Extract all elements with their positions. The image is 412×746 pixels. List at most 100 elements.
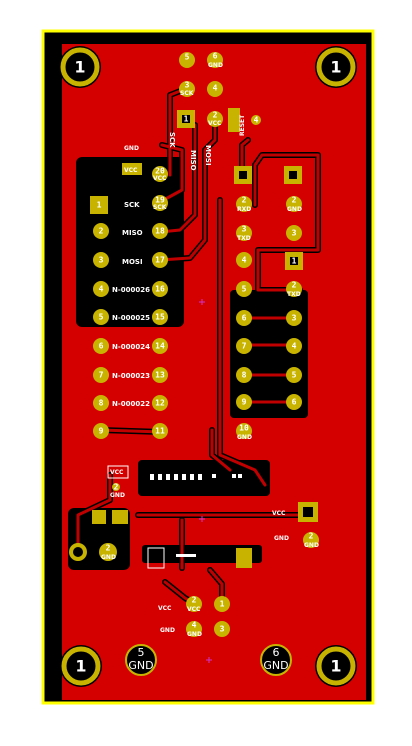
svg-text:TXD: TXD: [287, 291, 301, 298]
svg-text:8: 8: [99, 399, 104, 408]
svg-text:13: 13: [155, 371, 165, 380]
svg-text:GND: GND: [160, 627, 175, 634]
svg-text:3: 3: [292, 229, 297, 238]
svg-text:VCC: VCC: [110, 469, 124, 476]
svg-text:N-000025: N-000025: [112, 314, 150, 322]
power-left: VCC 2 GND: [92, 465, 129, 524]
power-right: VCC 2 GND GND: [272, 502, 319, 549]
svg-text:2: 2: [242, 196, 247, 205]
component-strip: [150, 474, 242, 480]
label-mosi-vertical: MOSI: [204, 145, 212, 166]
svg-text:GND: GND: [274, 535, 289, 542]
svg-text:9: 9: [99, 427, 104, 436]
svg-text:VCC: VCC: [153, 175, 167, 182]
svg-text:12: 12: [155, 399, 165, 408]
bottom-connector-left: 5 GND: [125, 644, 157, 676]
label-miso-vertical: MISO: [189, 150, 197, 171]
fiducial-markers: [199, 299, 212, 663]
svg-text:3: 3: [185, 81, 190, 90]
mount-hole-bottom-right: 1: [315, 645, 357, 687]
svg-text:GND: GND: [263, 659, 288, 672]
svg-text:2: 2: [213, 111, 218, 120]
svg-text:2: 2: [114, 483, 119, 492]
svg-text:5: 5: [292, 371, 297, 380]
mcu-right-pads: 20 VCC 19 SCK 18 17 16 15 14 13 12 11: [152, 166, 168, 439]
svg-text:17: 17: [155, 256, 165, 265]
svg-text:14: 14: [155, 342, 165, 351]
svg-text:1: 1: [330, 657, 341, 676]
svg-text:N-000026: N-000026: [112, 286, 150, 294]
svg-text:4: 4: [242, 256, 247, 265]
svg-text:VCC: VCC: [187, 606, 201, 613]
svg-text:3: 3: [292, 314, 297, 323]
svg-text:8: 8: [242, 371, 247, 380]
svg-text:2: 2: [192, 596, 197, 605]
svg-text:6: 6: [292, 398, 297, 407]
left-jack: 2 GND: [69, 543, 117, 561]
svg-text:MISO: MISO: [122, 229, 143, 237]
svg-text:7: 7: [99, 371, 104, 380]
svg-text:11: 11: [155, 427, 165, 436]
svg-text:4: 4: [254, 116, 259, 125]
svg-text:1: 1: [97, 201, 102, 210]
svg-text:N-000024: N-000024: [112, 343, 150, 351]
svg-text:N-000022: N-000022: [112, 400, 150, 408]
svg-text:2: 2: [292, 196, 297, 205]
svg-text:GND: GND: [208, 62, 223, 69]
svg-text:1: 1: [292, 257, 297, 266]
svg-text:7: 7: [242, 342, 247, 351]
right-header: 2 RXD 2 GND 3 TXD 3 4 1 5 2 TXD 6 3 7 4 …: [234, 166, 303, 441]
traces: [75, 85, 321, 607]
svg-text:5: 5: [185, 53, 190, 62]
svg-text:2: 2: [292, 281, 297, 290]
svg-text:GND: GND: [128, 659, 153, 672]
svg-text:6: 6: [99, 342, 104, 351]
svg-text:2: 2: [106, 544, 111, 553]
svg-text:N-000023: N-000023: [112, 372, 150, 380]
svg-text:VCC: VCC: [272, 510, 286, 517]
svg-text:TXD: TXD: [237, 235, 251, 242]
svg-text:4: 4: [99, 285, 104, 294]
svg-text:GND: GND: [101, 554, 116, 561]
svg-text:GND: GND: [187, 631, 202, 638]
svg-text:15: 15: [155, 313, 165, 322]
svg-text:3: 3: [220, 625, 225, 634]
bottom-connector-right: 6 GND: [260, 644, 292, 676]
svg-text:SCK: SCK: [153, 204, 167, 211]
svg-text:4: 4: [213, 84, 218, 93]
svg-text:RESET: RESET: [239, 114, 246, 136]
top-header: 5 6 GND 3 SCK 4 1 2 VCC: [177, 52, 223, 128]
svg-text:1: 1: [184, 115, 189, 124]
label-sck-vertical: SCK: [168, 132, 176, 148]
svg-text:10: 10: [239, 424, 249, 433]
svg-text:1: 1: [75, 657, 86, 676]
svg-text:VCC: VCC: [208, 120, 222, 127]
mcu-left-pads: 1 SCK 2 MISO 3 MOSI 4 N-000026 5 N-00002…: [90, 196, 150, 439]
svg-text:RXD: RXD: [237, 206, 251, 213]
svg-text:1: 1: [330, 58, 341, 77]
svg-text:2: 2: [309, 532, 314, 541]
mcu-gnd-label: GND: [124, 145, 139, 152]
svg-text:4: 4: [192, 621, 197, 630]
mount-hole-bottom-left: 1: [60, 645, 102, 687]
mount-hole-top-left: 1: [59, 46, 101, 88]
svg-text:VCC: VCC: [158, 605, 172, 612]
svg-text:16: 16: [155, 285, 165, 294]
svg-text:4: 4: [292, 342, 297, 351]
svg-text:20: 20: [155, 167, 165, 176]
mount-hole-top-right: 1: [315, 46, 357, 88]
svg-text:3: 3: [99, 256, 104, 265]
svg-text:SCK: SCK: [180, 90, 194, 97]
svg-text:3: 3: [242, 225, 247, 234]
bottom-header: VCC GND 2 VCC 1 4 GND 3: [158, 596, 230, 638]
svg-text:5: 5: [99, 313, 104, 322]
resistor-strip: [147, 547, 252, 569]
svg-text:1: 1: [220, 600, 225, 609]
svg-text:5: 5: [242, 285, 247, 294]
svg-text:GND: GND: [287, 206, 302, 213]
svg-text:9: 9: [242, 398, 247, 407]
svg-text:19: 19: [155, 196, 165, 205]
mcu-vcc-label: VCC: [124, 167, 138, 174]
svg-text:6: 6: [273, 646, 280, 659]
svg-text:1: 1: [74, 58, 85, 77]
